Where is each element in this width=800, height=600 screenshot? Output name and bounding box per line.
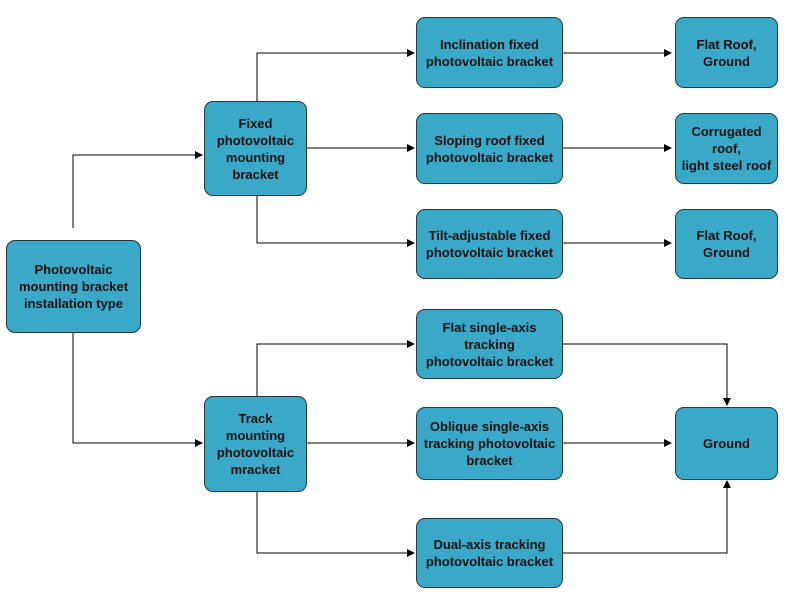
node-inclination: Inclination fixed photovoltaic bracket	[416, 17, 563, 88]
node-flat-roof-2-label: Flat Roof, Ground	[696, 228, 757, 260]
node-ground-label: Ground	[703, 436, 750, 451]
edge-fixed-tilt	[256, 196, 415, 247]
node-flat-roof-2: Flat Roof, Ground	[675, 209, 778, 279]
node-flat-single-label: Flat single-axis tracking photovoltaic b…	[425, 319, 554, 369]
edge-root-track	[72, 333, 203, 447]
node-oblique-single: Oblique single-axis tracking photovoltai…	[416, 407, 563, 480]
edge-track-dual	[256, 492, 415, 557]
edge-root-fixed	[72, 151, 203, 228]
node-oblique-single-label: Oblique single-axis tracking photovoltai…	[423, 419, 556, 468]
node-flat-single: Flat single-axis tracking photovoltaic b…	[416, 309, 563, 379]
node-sloping: Sloping roof fixed photovoltaic bracket	[416, 113, 563, 184]
edge-fixed-inclination	[256, 49, 415, 101]
node-dual-label: Dual-axis tracking photovoltaic bracket	[425, 537, 554, 569]
node-track-label: Track mounting photovoltaic mracket	[216, 411, 295, 477]
node-ground: Ground	[675, 407, 778, 480]
node-corrugated: Corrugated roof, light steel roof	[675, 113, 778, 184]
node-sloping-label: Sloping roof fixed photovoltaic bracket	[425, 132, 554, 165]
edge-flatsingle-ground	[563, 343, 731, 406]
node-flat-roof-1: Flat Roof, Ground	[675, 17, 778, 88]
node-root: Photovoltaic mounting bracket installati…	[6, 240, 141, 333]
node-fixed-label: Fixed photovoltaic mounting bracket	[216, 115, 295, 182]
node-inclination-label: Inclination fixed photovoltaic bracket	[425, 36, 554, 69]
edge-dual-ground	[563, 480, 731, 554]
node-tilt: Tilt-adjustable fixed photovoltaic brack…	[416, 209, 563, 279]
node-fixed: Fixed photovoltaic mounting bracket	[204, 101, 307, 196]
node-root-label: Photovoltaic mounting bracket installati…	[18, 262, 129, 311]
node-flat-roof-1-label: Flat Roof, Ground	[696, 36, 757, 69]
node-corrugated-label: Corrugated roof, light steel roof	[681, 124, 772, 173]
node-tilt-label: Tilt-adjustable fixed photovoltaic brack…	[425, 228, 554, 260]
edge-track-flat-single	[256, 340, 415, 396]
node-dual: Dual-axis tracking photovoltaic bracket	[416, 518, 563, 588]
node-track: Track mounting photovoltaic mracket	[204, 396, 307, 492]
